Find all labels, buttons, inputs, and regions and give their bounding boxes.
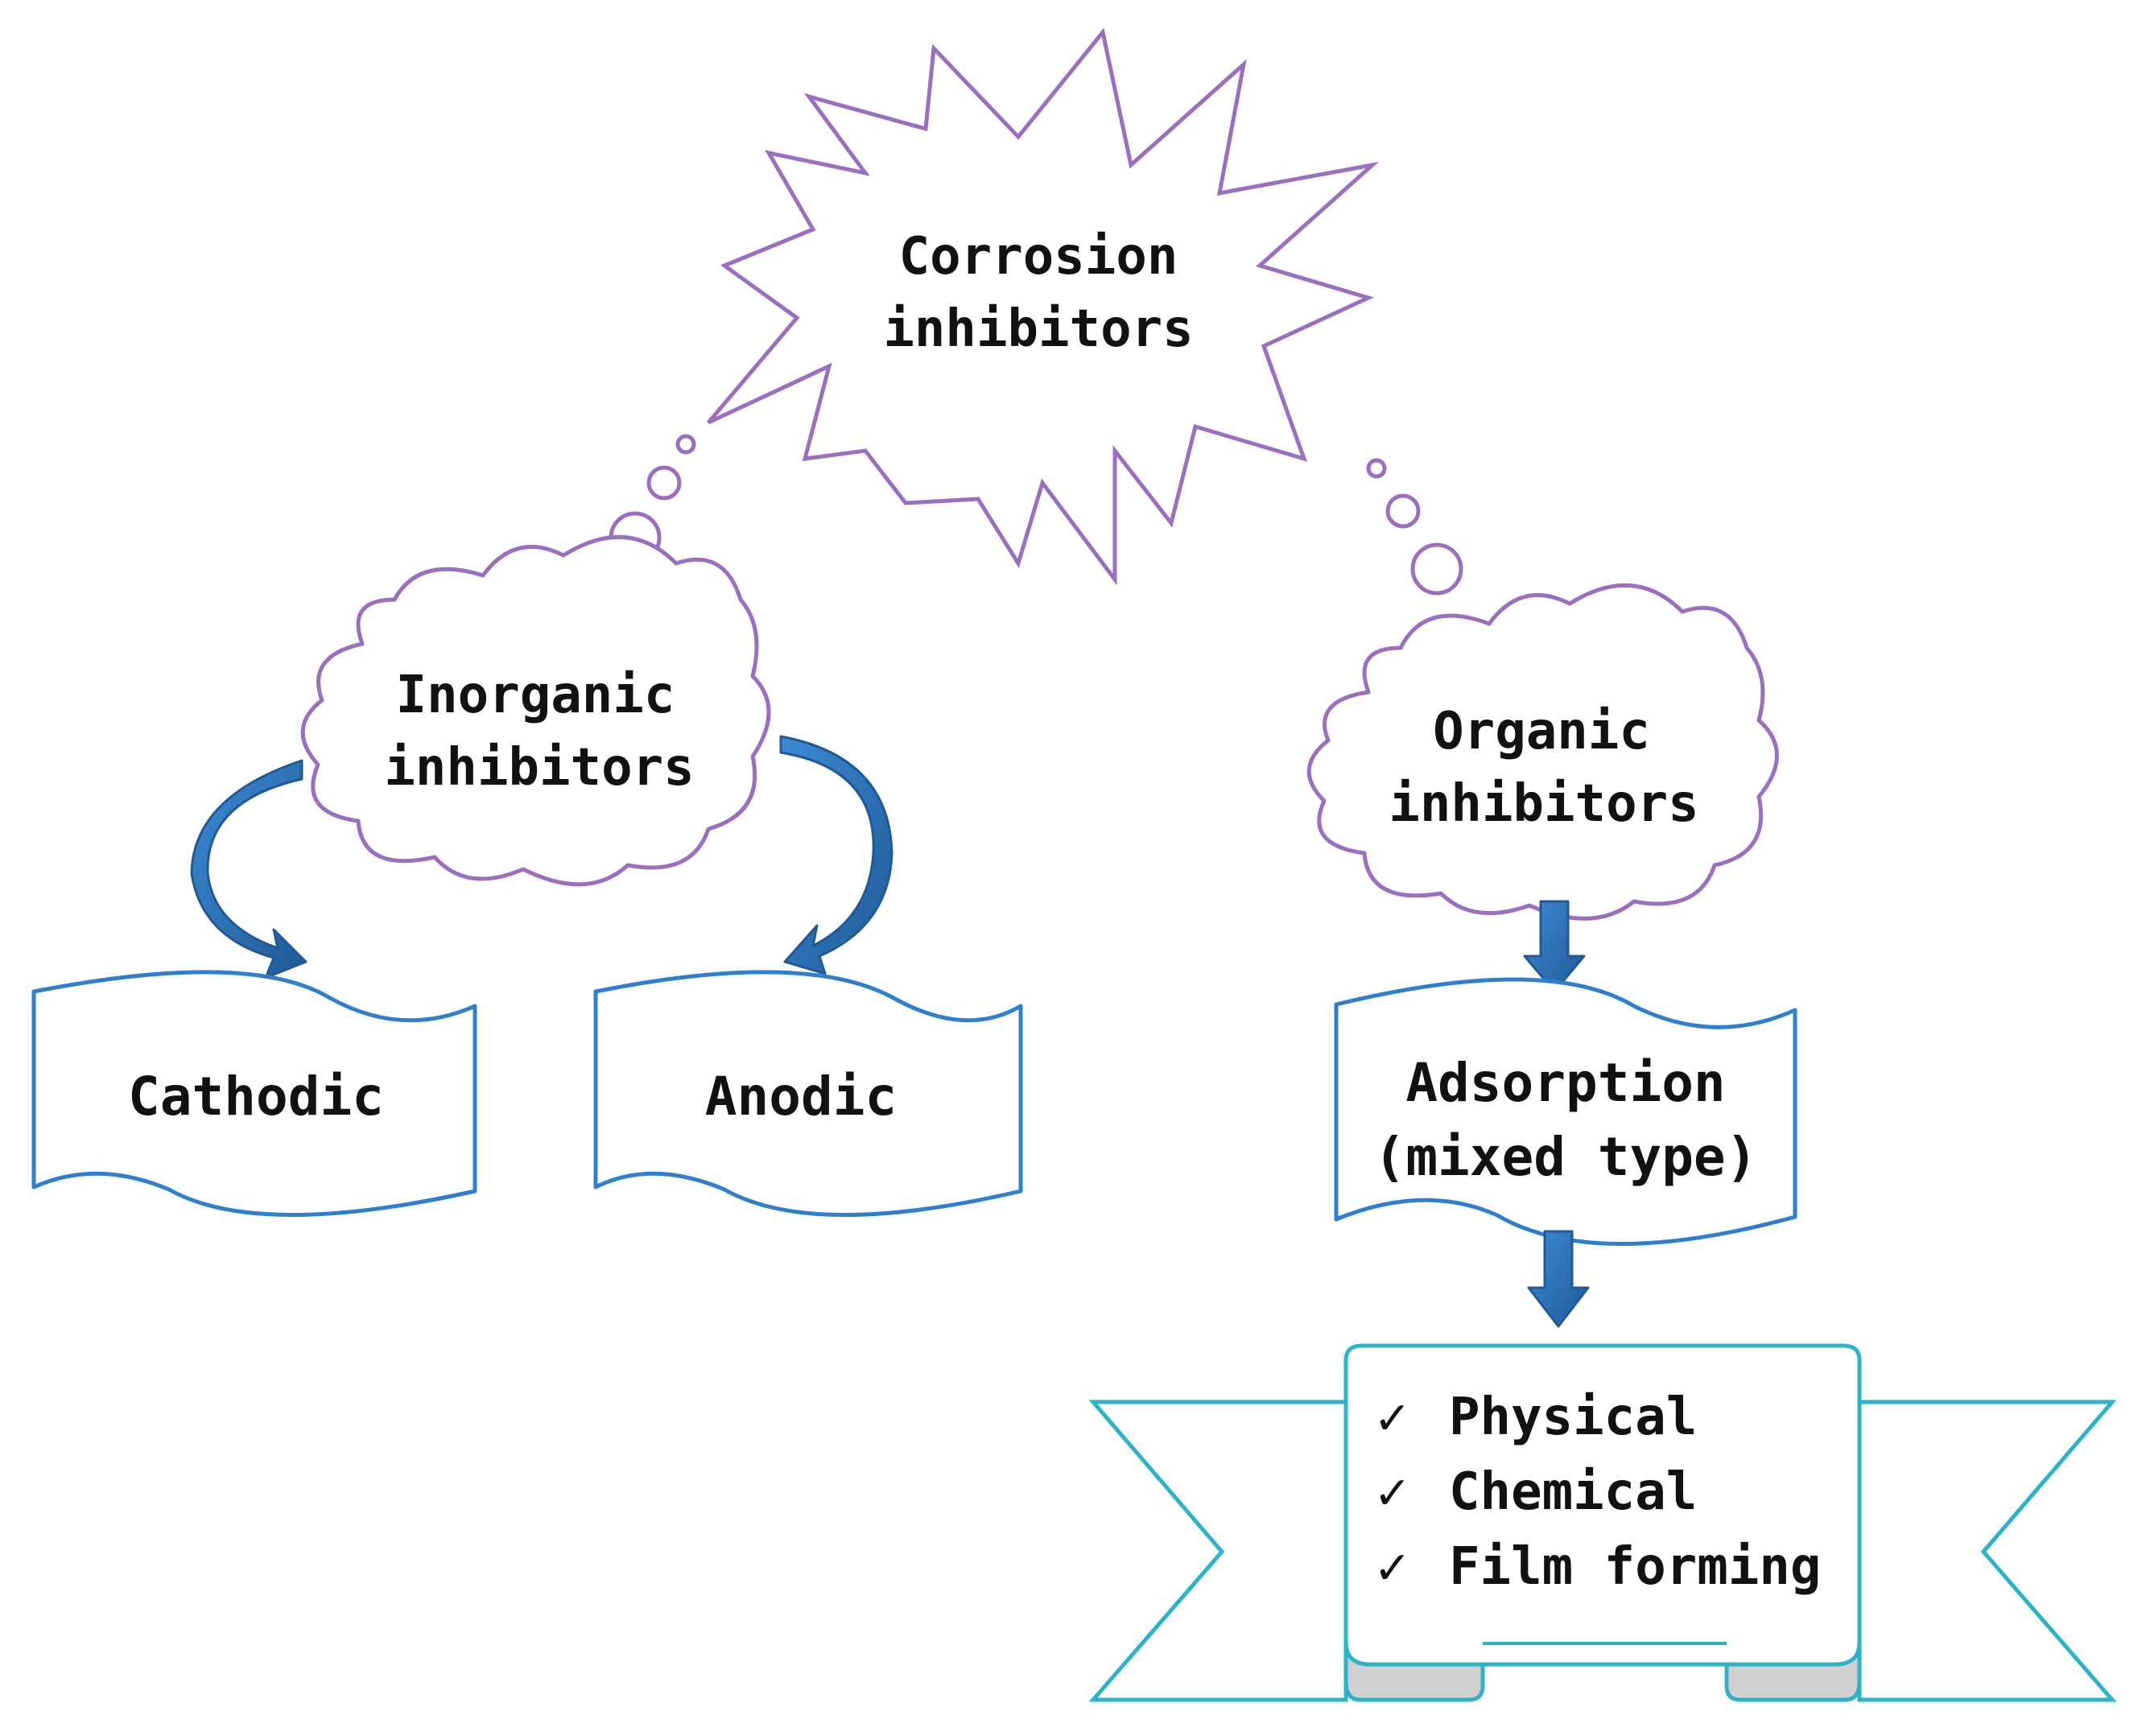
mechanism-label: Chemical — [1449, 1462, 1697, 1522]
down-arrow-1 — [1523, 900, 1586, 993]
down-arrow-2 — [1527, 1230, 1590, 1328]
organic-node: Organic inhibitors — [1306, 583, 1779, 921]
thought-dot — [1385, 493, 1421, 529]
mechanism-item: ✓ Film forming — [1376, 1537, 1821, 1597]
root-label-line2: inhibitors — [883, 299, 1193, 359]
wave-banner-shape — [593, 970, 1023, 1217]
check-icon: ✓ — [1376, 1537, 1408, 1597]
arrow-shape — [190, 759, 307, 979]
starburst-shape — [707, 27, 1380, 586]
anodic-node: Anodic — [593, 970, 1023, 1217]
cathodic-node: Cathodic — [31, 970, 477, 1217]
thought-dot — [646, 465, 682, 501]
wave-banner-shape — [1334, 977, 1797, 1246]
cathodic-label: Cathodic — [128, 1066, 384, 1128]
check-icon: ✓ — [1376, 1388, 1408, 1447]
adsorption-node: Adsorption (mixed type) — [1334, 977, 1797, 1246]
thought-dots-right — [1366, 458, 1463, 596]
curved-arrow-right — [779, 735, 893, 975]
mechanism-label: Film forming — [1449, 1537, 1821, 1597]
ribbon-tail-right — [1857, 1400, 2117, 1702]
inorganic-label-line1: Inorganic — [396, 666, 675, 725]
thought-dot — [1410, 542, 1463, 596]
anodic-label: Anodic — [705, 1066, 897, 1128]
mechanisms-ribbon: ✓ Physical ✓ Chemical ✓ Film forming — [1088, 1343, 2117, 1702]
cloud-shape — [300, 534, 771, 887]
ribbon-panel — [1343, 1343, 1862, 1667]
organic-label-line1: Organic — [1433, 702, 1650, 761]
arrow-shape — [779, 735, 893, 975]
mechanism-label: Physical — [1449, 1388, 1697, 1447]
ribbon-tail-left — [1088, 1400, 1348, 1702]
mechanism-item: ✓ Physical — [1376, 1388, 1697, 1447]
curved-arrow-left — [190, 759, 307, 979]
organic-label-line2: inhibitors — [1389, 774, 1698, 834]
inorganic-node: Inorganic inhibitors — [300, 534, 771, 887]
wave-banner-shape — [31, 970, 477, 1217]
adsorption-label-line2: (mixed type) — [1374, 1126, 1758, 1188]
inorganic-label-line2: inhibitors — [384, 738, 694, 798]
check-icon: ✓ — [1376, 1462, 1408, 1522]
arrow-shape — [1523, 900, 1586, 993]
root-label-line1: Corrosion — [899, 227, 1178, 287]
thought-dot — [675, 434, 696, 455]
thought-dot — [1366, 458, 1387, 479]
mechanism-item: ✓ Chemical — [1376, 1462, 1697, 1522]
adsorption-label-line1: Adsorption — [1405, 1052, 1725, 1114]
arrow-shape — [1527, 1230, 1590, 1328]
cloud-shape — [1306, 583, 1779, 921]
root-node: Corrosion inhibitors — [707, 27, 1380, 586]
